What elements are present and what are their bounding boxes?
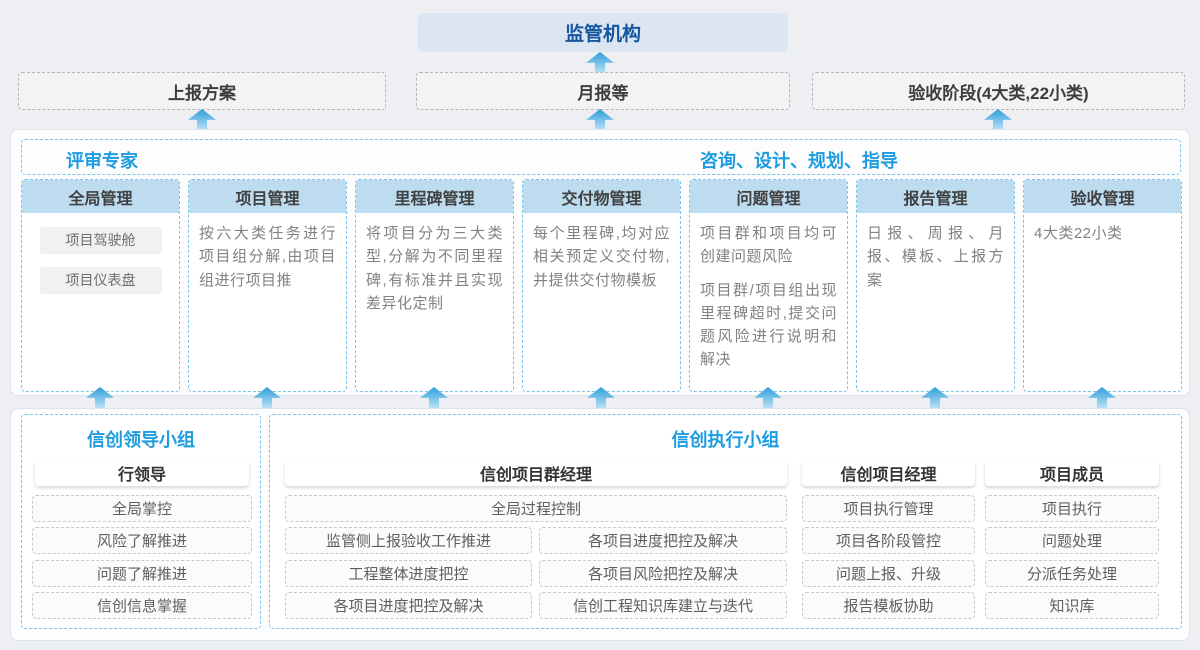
column-header: 全局管理 [22, 180, 179, 213]
duty-item: 信创工程知识库建立与迭代 [539, 592, 787, 619]
duty-item: 问题上报、升级 [802, 560, 975, 587]
column-body-text: 按六大类任务进行项目组分解,由项目组进行项目推 [199, 225, 336, 289]
column-header: 验收管理 [1024, 180, 1181, 213]
duty-item: 风险了解推进 [32, 527, 252, 554]
duty-item: 各项目进度把控及解决 [539, 527, 787, 554]
up-arrow-icon [586, 109, 614, 130]
duty-item: 全局过程控制 [285, 495, 787, 522]
column-body-text: 4大类22小类 [1034, 225, 1123, 242]
column-global-management: 全局管理 项目驾驶舱 项目仪表盘 [21, 179, 180, 392]
duty-item: 各项目进度把控及解决 [285, 592, 532, 619]
column-body-text: 每个里程碑,均对应相关预定义交付物,并提供交付物模板 [533, 225, 670, 289]
column-body-text: 项目群/项目组出现里程碑超时,提交问题风险进行说明和解决 [700, 281, 837, 369]
management-panel: 评审专家 咨询、设计、规划、指导 全局管理 项目驾驶舱 项目仪表盘 项目管理 按… [10, 129, 1190, 396]
duty-item: 信创信息掌握 [32, 592, 252, 619]
leadership-group: 信创领导小组 行领导 全局掌控 风险了解推进 问题了解推进 信创信息掌握 [21, 414, 261, 629]
column-project-management: 项目管理 按六大类任务进行项目组分解,由项目组进行项目推 [188, 179, 347, 392]
duty-item: 各项目风险把控及解决 [539, 560, 787, 587]
duty-item: 项目各阶段管控 [802, 527, 975, 554]
role-project-member: 项目成员 [985, 459, 1159, 486]
consulting-title: 咨询、设计、规划、指导 [700, 151, 898, 171]
column-header: 报告管理 [857, 180, 1014, 213]
column-acceptance-management: 验收管理 4大类22小类 [1023, 179, 1182, 392]
duty-item: 问题处理 [985, 527, 1159, 554]
duty-item: 报告模板协助 [802, 592, 975, 619]
duty-item: 项目执行管理 [802, 495, 975, 522]
column-body-text: 项目群和项目均可创建问题风险 [700, 225, 837, 266]
column-body-text: 将项目分为三大类型,分解为不同里程碑,有标准并且实现差异化定制 [366, 225, 503, 312]
role-project-manager: 信创项目经理 [802, 459, 975, 486]
teams-panel: 信创领导小组 行领导 全局掌控 风险了解推进 问题了解推进 信创信息掌握 信创执… [10, 408, 1190, 641]
column-issue-management: 问题管理 项目群和项目均可创建问题风险 项目群/项目组出现里程碑超时,提交问题风… [689, 179, 848, 392]
column-milestone-management: 里程碑管理 将项目分为三大类型,分解为不同里程碑,有标准并且实现差异化定制 [355, 179, 514, 392]
execution-group: 信创执行小组 信创项目群经理 全局过程控制 监管侧上报验收工作推进 工程整体进度… [269, 414, 1182, 629]
column-header: 项目管理 [189, 180, 346, 213]
column-deliverable-management: 交付物管理 每个里程碑,均对应相关预定义交付物,并提供交付物模板 [522, 179, 681, 392]
up-arrow-icon [188, 109, 216, 130]
pill-item: 项目驾驶舱 [39, 227, 162, 254]
leadership-group-title: 信创领导小组 [87, 430, 195, 450]
duty-item: 全局掌控 [32, 495, 252, 522]
duty-item: 监管侧上报验收工作推进 [285, 527, 532, 554]
regulator-box: 监管机构 [418, 13, 788, 52]
column-body-text: 日报、周报、月报、模板、上报方案 [867, 225, 1004, 289]
pill-item: 项目仪表盘 [39, 267, 162, 294]
duty-item: 知识库 [985, 592, 1159, 619]
execution-group-title: 信创执行小组 [671, 430, 780, 450]
column-header: 交付物管理 [523, 180, 680, 213]
report-box-acceptance: 验收阶段(4大类,22小类) [812, 72, 1185, 110]
role-program-manager: 信创项目群经理 [285, 459, 787, 486]
column-header: 问题管理 [690, 180, 847, 213]
duty-item: 问题了解推进 [32, 560, 252, 587]
report-box-plan: 上报方案 [18, 72, 386, 110]
column-header: 里程碑管理 [356, 180, 513, 213]
duty-item: 工程整体进度把控 [285, 560, 532, 587]
review-experts-title: 评审专家 [66, 151, 138, 171]
duty-item: 分派任务处理 [985, 560, 1159, 587]
duty-item: 项目执行 [985, 495, 1159, 522]
up-arrow-icon [586, 52, 614, 73]
up-arrow-icon [984, 109, 1012, 130]
experts-strip: 评审专家 咨询、设计、规划、指导 [21, 139, 1181, 175]
report-box-monthly: 月报等 [416, 72, 790, 110]
column-report-management: 报告管理 日报、周报、月报、模板、上报方案 [856, 179, 1015, 392]
role-bank-leaders: 行领导 [35, 459, 249, 486]
